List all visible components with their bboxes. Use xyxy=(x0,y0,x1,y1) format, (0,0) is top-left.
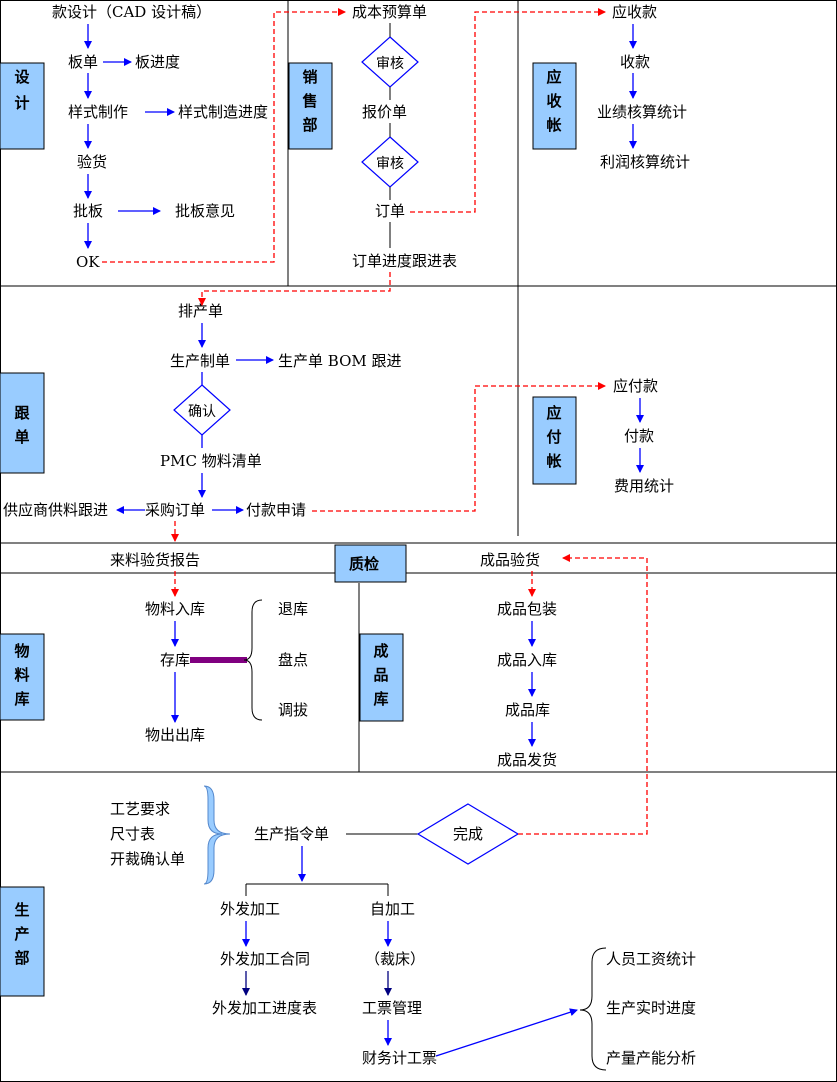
material-transfer-node: 调拔 xyxy=(278,701,308,719)
finished-pack-node: 成品包装 xyxy=(497,600,557,618)
lane-production: 生产部 xyxy=(0,886,45,997)
follow-bom-node: 生产单 BOM 跟进 xyxy=(278,352,402,370)
prod-cutting-node: （裁床） xyxy=(365,950,425,968)
follow-arrows xyxy=(116,323,274,514)
flow-payreq-to-ap xyxy=(312,382,606,512)
lane-material: 物料库 xyxy=(0,633,45,721)
lane-material-label: 物料库 xyxy=(14,642,29,708)
design-arrows xyxy=(84,24,175,249)
follow-pmc-node: PMC 物料清单 xyxy=(160,452,262,470)
sales-order-node: 订单 xyxy=(375,202,405,220)
design-style-make-node: 样式制作 xyxy=(68,103,128,121)
sales-review1-label: 审核 xyxy=(376,56,404,72)
ar-node: 应收款 xyxy=(612,3,657,21)
prod-craft-node: 工艺要求 xyxy=(110,800,170,818)
design-style-progress-node: 样式制造进度 xyxy=(178,103,268,121)
sales-review2-label: 审核 xyxy=(376,156,404,172)
sales-review1-diamond: 审核 xyxy=(361,36,419,88)
finished-in-node: 成品入库 xyxy=(497,651,557,669)
material-out-node: 物出出库 xyxy=(145,726,205,744)
lane-sales-label: 销售部 xyxy=(302,68,317,134)
cross-flows xyxy=(102,8,648,835)
design-ok-node: OK xyxy=(76,253,100,271)
design-inspect-node: 验货 xyxy=(77,153,107,171)
ap-pay-node: 付款 xyxy=(624,427,654,445)
finished-ship-node: 成品发货 xyxy=(497,751,557,769)
prod-out-progress-node: 外发加工进度表 xyxy=(212,999,317,1017)
flow-ok-to-budget xyxy=(102,8,346,263)
prod-contract-node: 外发加工合同 xyxy=(220,950,310,968)
material-count-node: 盘点 xyxy=(278,651,308,669)
prod-realtime-node: 生产实时进度 xyxy=(606,999,696,1017)
qc-finished-check-node: 成品验货 xyxy=(480,551,540,569)
follow-prod-bill-node: 生产制单 xyxy=(170,352,230,370)
prod-wage-node: 人员工资统计 xyxy=(606,950,696,968)
sales-review2-diamond: 审核 xyxy=(361,136,419,188)
lane-receivable: 应收帐 xyxy=(532,62,577,150)
prod-right-brace xyxy=(579,947,607,1071)
lane-finished-label: 成品库 xyxy=(373,642,388,708)
lane-follow-label: 跟单 xyxy=(14,404,30,446)
qc-incoming-node: 来料验货报告 xyxy=(110,551,200,569)
flow-track-to-schedule xyxy=(198,272,391,306)
sales-budget-node: 成本预算单 xyxy=(352,3,427,21)
ar-profit-node: 利润核算统计 xyxy=(600,153,690,171)
design-approve-node: 批板 xyxy=(73,202,103,220)
ap-expense-node: 费用统计 xyxy=(614,477,674,495)
lane-design-label: 设计 xyxy=(14,68,29,112)
follow-schedule-node: 排产单 xyxy=(178,302,223,320)
follow-confirm-diamond: 确认 xyxy=(173,384,231,436)
prod-outsource-node: 外发加工 xyxy=(220,900,280,918)
lane-design: 设计 xyxy=(0,62,45,150)
prod-done-diamond: 完成 xyxy=(416,803,520,865)
prod-fin-ticket-node: 财务计工票 xyxy=(362,1049,437,1067)
material-stock-node: 存库 xyxy=(160,651,190,669)
flow-order-to-ar xyxy=(410,8,606,213)
prod-arrows xyxy=(242,846,578,1057)
lane-follow: 跟单 xyxy=(0,372,45,474)
flow-done-to-qc xyxy=(518,554,648,835)
prod-ticket-mgmt-node: 工票管理 xyxy=(362,999,422,1017)
finished-store-node: 成品库 xyxy=(505,701,550,719)
sales-quote-node: 报价单 xyxy=(362,103,407,121)
material-in-node: 物料入库 xyxy=(145,600,205,618)
lane-sales: 销售部 xyxy=(288,62,333,150)
lane-finished: 成品库 xyxy=(359,633,404,722)
follow-confirm-label: 确认 xyxy=(188,404,216,420)
follow-supplier-node: 供应商供料跟进 xyxy=(3,501,108,519)
lane-qc-label: 质检 xyxy=(349,555,379,573)
material-brace xyxy=(243,599,263,721)
prod-self-node: 自加工 xyxy=(370,900,415,918)
lane-production-label: 生产部 xyxy=(14,901,29,967)
design-sample-node: 板单 xyxy=(68,53,98,71)
lane-qc: 质检 xyxy=(334,544,407,583)
design-cad-node: 款设计（CAD 设计稿） xyxy=(52,3,211,21)
material-return-node: 退库 xyxy=(278,600,308,618)
prod-size-node: 尺寸表 xyxy=(110,825,155,843)
ap-node: 应付款 xyxy=(613,377,658,395)
follow-purchase-node: 采购订单 xyxy=(145,501,205,519)
lane-receivable-label: 应收帐 xyxy=(546,68,561,134)
ar-collect-node: 收款 xyxy=(620,53,650,71)
prod-done-label: 完成 xyxy=(453,825,483,843)
design-sample-progress-node: 板进度 xyxy=(135,53,180,71)
lane-payable-label: 应付帐 xyxy=(546,404,561,470)
follow-pay-req-node: 付款申请 xyxy=(246,501,306,519)
lane-payable: 应付帐 xyxy=(532,396,577,485)
sales-order-track-node: 订单进度跟进表 xyxy=(352,252,457,270)
ar-perf-node: 业绩核算统计 xyxy=(597,103,687,121)
design-approve-opinion-node: 批板意见 xyxy=(175,202,235,220)
prod-order-node: 生产指令单 xyxy=(254,825,329,843)
prod-brace xyxy=(203,785,231,885)
prod-cut-confirm-node: 开裁确认单 xyxy=(110,850,185,868)
material-arrows xyxy=(171,599,263,723)
prod-capacity-node: 产量产能分析 xyxy=(606,1049,696,1067)
